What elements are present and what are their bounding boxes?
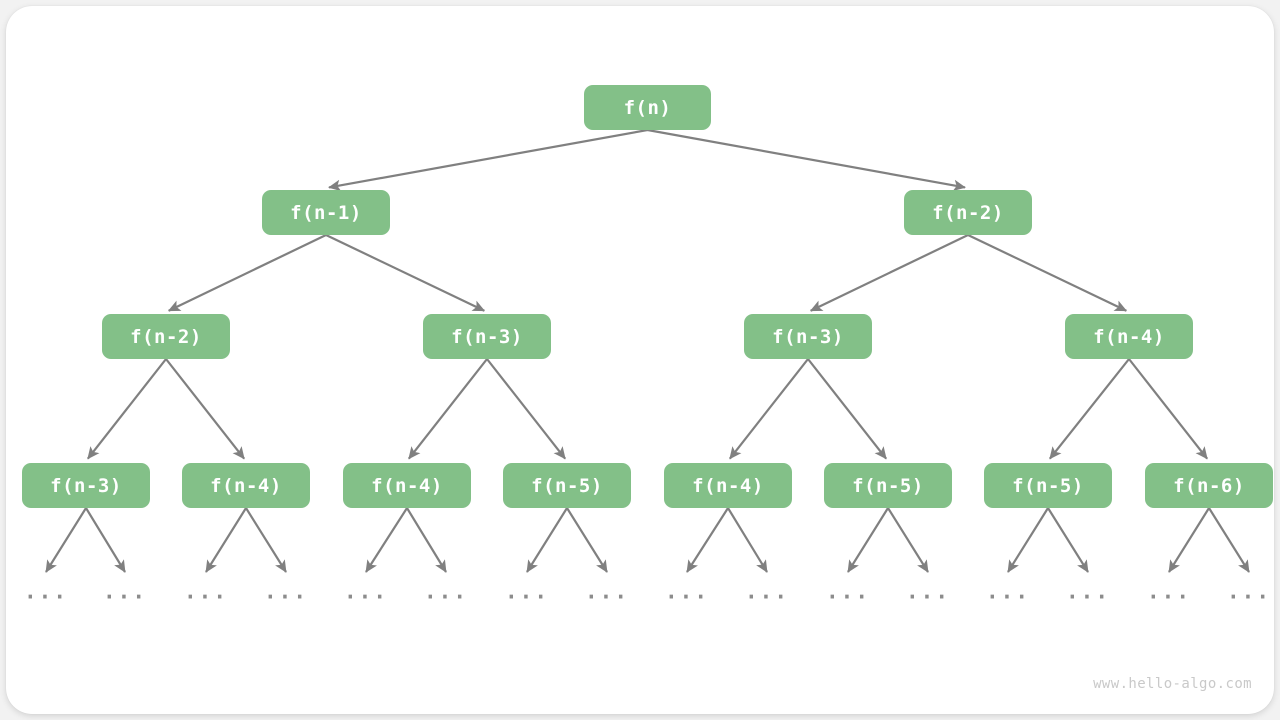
tree-node-n8: f(n-4) xyxy=(182,463,310,508)
ellipsis-marker: ... xyxy=(1066,579,1110,604)
tree-leaf-edge xyxy=(686,507,729,573)
ellipsis-marker: ... xyxy=(505,579,549,604)
tree-leaf-edge xyxy=(45,507,87,573)
tree-node-n1: f(n-1) xyxy=(262,190,390,235)
ellipsis-marker: ... xyxy=(745,579,789,604)
tree-edge xyxy=(728,358,809,460)
tree-edge xyxy=(407,358,488,460)
tree-leaf-edge xyxy=(526,507,568,573)
tree-edge xyxy=(809,234,969,312)
ellipsis-marker: ... xyxy=(344,579,388,604)
tree-node-n13: f(n-5) xyxy=(984,463,1112,508)
tree-leaf-edge xyxy=(1168,507,1210,573)
tree-node-n10: f(n-5) xyxy=(503,463,631,508)
tree-edge xyxy=(86,358,167,460)
tree-leaf-edge xyxy=(1007,507,1049,573)
tree-leaf-edge xyxy=(406,507,447,573)
tree-node-n0: f(n) xyxy=(584,85,711,130)
tree-leaf-edge xyxy=(887,507,929,573)
ellipsis-marker: ... xyxy=(103,579,147,604)
tree-node-n4: f(n-3) xyxy=(423,314,551,359)
tree-node-n12: f(n-5) xyxy=(824,463,952,508)
tree-leaf-edge xyxy=(566,507,608,573)
tree-node-n5: f(n-3) xyxy=(744,314,872,359)
tree-node-n6: f(n-4) xyxy=(1065,314,1193,359)
ellipsis-marker: ... xyxy=(986,579,1030,604)
ellipsis-marker: ... xyxy=(264,579,308,604)
tree-node-n7: f(n-3) xyxy=(22,463,150,508)
tree-leaf-edge xyxy=(1047,507,1089,573)
tree-node-n11: f(n-4) xyxy=(664,463,792,508)
tree-edge xyxy=(486,358,567,460)
tree-leaf-edge xyxy=(727,507,768,573)
tree-edge xyxy=(1049,358,1130,460)
tree-leaf-edge xyxy=(1208,507,1250,573)
watermark: www.hello-algo.com xyxy=(1093,676,1252,692)
tree-node-n3: f(n-2) xyxy=(102,314,230,359)
tree-edge xyxy=(807,358,888,460)
tree-edge xyxy=(647,128,966,192)
tree-node-n2: f(n-2) xyxy=(904,190,1032,235)
ellipsis-marker: ... xyxy=(665,579,709,604)
tree-leaf-edge xyxy=(245,507,287,573)
tree-leaf-edge xyxy=(205,507,247,573)
ellipsis-marker: ... xyxy=(1227,579,1271,604)
ellipsis-marker: ... xyxy=(906,579,950,604)
ellipsis-marker: ... xyxy=(826,579,870,604)
ellipsis-marker: ... xyxy=(1147,579,1191,604)
tree-edge xyxy=(328,128,648,192)
tree-node-n9: f(n-4) xyxy=(343,463,471,508)
tree-edge xyxy=(967,234,1128,312)
ellipsis-marker: ... xyxy=(24,579,68,604)
ellipsis-marker: ... xyxy=(585,579,629,604)
tree-edge xyxy=(167,234,327,312)
tree-node-n14: f(n-6) xyxy=(1145,463,1273,508)
tree-leaf-edge xyxy=(85,507,126,573)
ellipsis-marker: ... xyxy=(184,579,228,604)
tree-leaf-edge xyxy=(847,507,889,573)
diagram-card: f(n) f(n-1) f(n-2) f(n-2) f(n-3) f(n-3) f(n-4)… xyxy=(6,6,1274,714)
ellipsis-marker: ... xyxy=(424,579,468,604)
tree-edge xyxy=(325,234,486,312)
tree-edge xyxy=(1128,358,1209,460)
tree-edge xyxy=(165,358,246,460)
tree-leaf-edge xyxy=(365,507,408,573)
